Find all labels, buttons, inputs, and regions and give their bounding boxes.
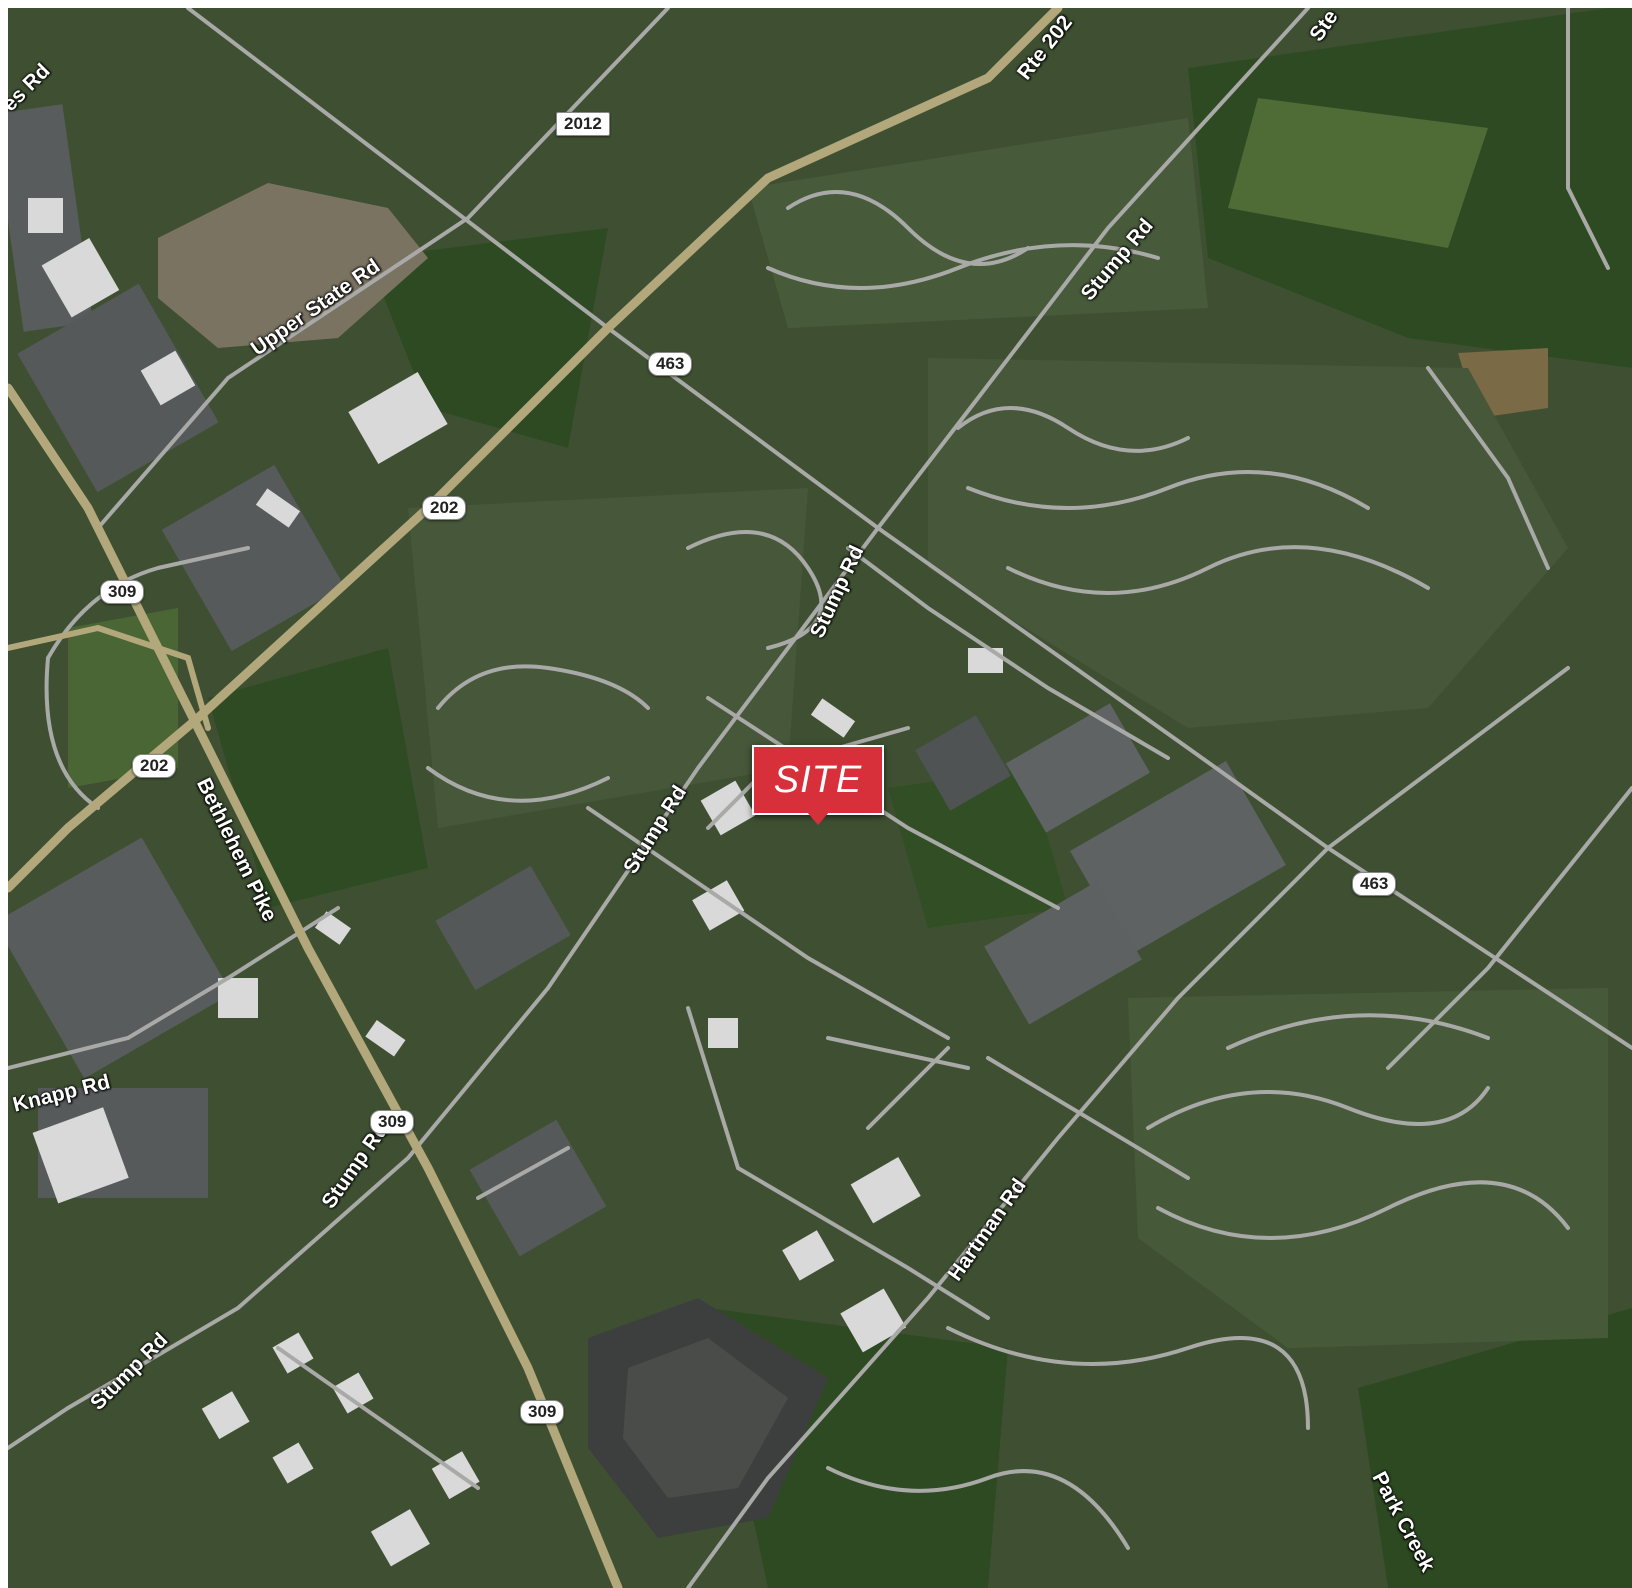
building-roof	[840, 1288, 907, 1353]
building-roof	[782, 1230, 835, 1281]
parking-lot	[1006, 703, 1150, 833]
quarry-pit-inner	[623, 1338, 788, 1498]
road-stump-rd	[8, 8, 1310, 1450]
parking-lot	[984, 881, 1142, 1025]
road-local	[956, 406, 1190, 453]
forest-patch	[208, 648, 428, 908]
parking-lot	[1070, 761, 1286, 955]
route-shield-202: 202	[132, 754, 177, 778]
route-shield-309: 309	[100, 580, 145, 604]
road-local	[436, 664, 650, 710]
road-local	[46, 546, 250, 660]
residential-area	[748, 118, 1208, 328]
road-local	[1156, 1180, 1570, 1240]
route-shield-309: 309	[370, 1110, 415, 1134]
building-roof	[41, 238, 120, 318]
residential-area	[408, 488, 808, 828]
highway-route-202	[8, 8, 1063, 893]
road-local	[826, 1036, 970, 1070]
road-knapp-rd	[8, 906, 340, 1070]
building-roof	[850, 1156, 921, 1224]
satellite-map[interactable]: es Rd Rte 202 Ste Stump Rd Upper State R…	[8, 8, 1632, 1588]
road-local	[946, 1326, 1310, 1430]
road-local	[686, 1006, 990, 1320]
road-local	[866, 1046, 950, 1130]
road-local	[586, 806, 950, 1040]
highway-route-202-ramp	[8, 624, 211, 731]
route-shield-463: 463	[648, 352, 693, 376]
site-marker-label: SITE	[773, 758, 863, 801]
residential-area	[1128, 988, 1608, 1348]
route-shield-309: 309	[520, 1400, 565, 1424]
building-roof	[255, 488, 301, 528]
building-roofs	[28, 198, 1003, 1567]
quarry	[158, 183, 428, 348]
building-roof	[365, 1020, 406, 1057]
road-local	[986, 1056, 1190, 1180]
road-local	[476, 1146, 570, 1200]
road-local	[1226, 1013, 1490, 1050]
highway-route-309	[8, 383, 623, 1588]
road-local	[426, 766, 610, 803]
road-local	[846, 546, 1170, 760]
road-local	[1566, 8, 1610, 270]
road-local	[1006, 545, 1430, 595]
road-local	[766, 243, 1160, 290]
building-roof	[28, 198, 63, 233]
building-roof	[218, 978, 258, 1018]
parking-lot	[435, 865, 571, 991]
building-roof	[32, 1107, 129, 1204]
building-roof	[314, 911, 352, 945]
building-roof	[968, 648, 1003, 673]
route-shield-202: 202	[422, 496, 467, 520]
route-shield-463: 463	[1352, 872, 1397, 896]
road-local	[276, 1346, 480, 1490]
road-local	[44, 656, 100, 810]
road-local	[1426, 366, 1550, 570]
residential-area	[928, 358, 1568, 728]
road-local	[1146, 1086, 1490, 1130]
open-field	[68, 608, 178, 788]
site-marker[interactable]: SITE	[752, 745, 884, 815]
road-hartman-rd	[686, 666, 1570, 1588]
building-roof	[810, 698, 856, 738]
road-local	[966, 470, 1370, 510]
parking-lot	[8, 837, 232, 1079]
building-roof	[370, 1509, 430, 1567]
building-roof	[272, 1442, 314, 1484]
road-local	[1386, 786, 1632, 1070]
parking-lot	[17, 283, 219, 493]
parking-lot	[915, 715, 1011, 811]
building-roof	[708, 1018, 738, 1048]
road-local	[686, 530, 824, 650]
route-shield-2012: 2012	[556, 112, 610, 136]
site-marker-pointer	[806, 811, 830, 825]
building-roof	[692, 880, 745, 931]
building-roof	[332, 1372, 374, 1414]
road-local	[706, 696, 1060, 910]
building-roof	[140, 350, 196, 406]
building-roof	[348, 372, 448, 464]
road-local	[786, 190, 1030, 266]
building-roof	[201, 1391, 250, 1440]
parking-lot	[469, 1119, 607, 1257]
road-local	[826, 1466, 1130, 1550]
open-field	[1228, 98, 1488, 248]
map-imagery	[8, 8, 1632, 1588]
highways	[8, 8, 1063, 1588]
forest-patch	[1358, 1308, 1632, 1588]
local-roads	[8, 8, 1632, 1588]
